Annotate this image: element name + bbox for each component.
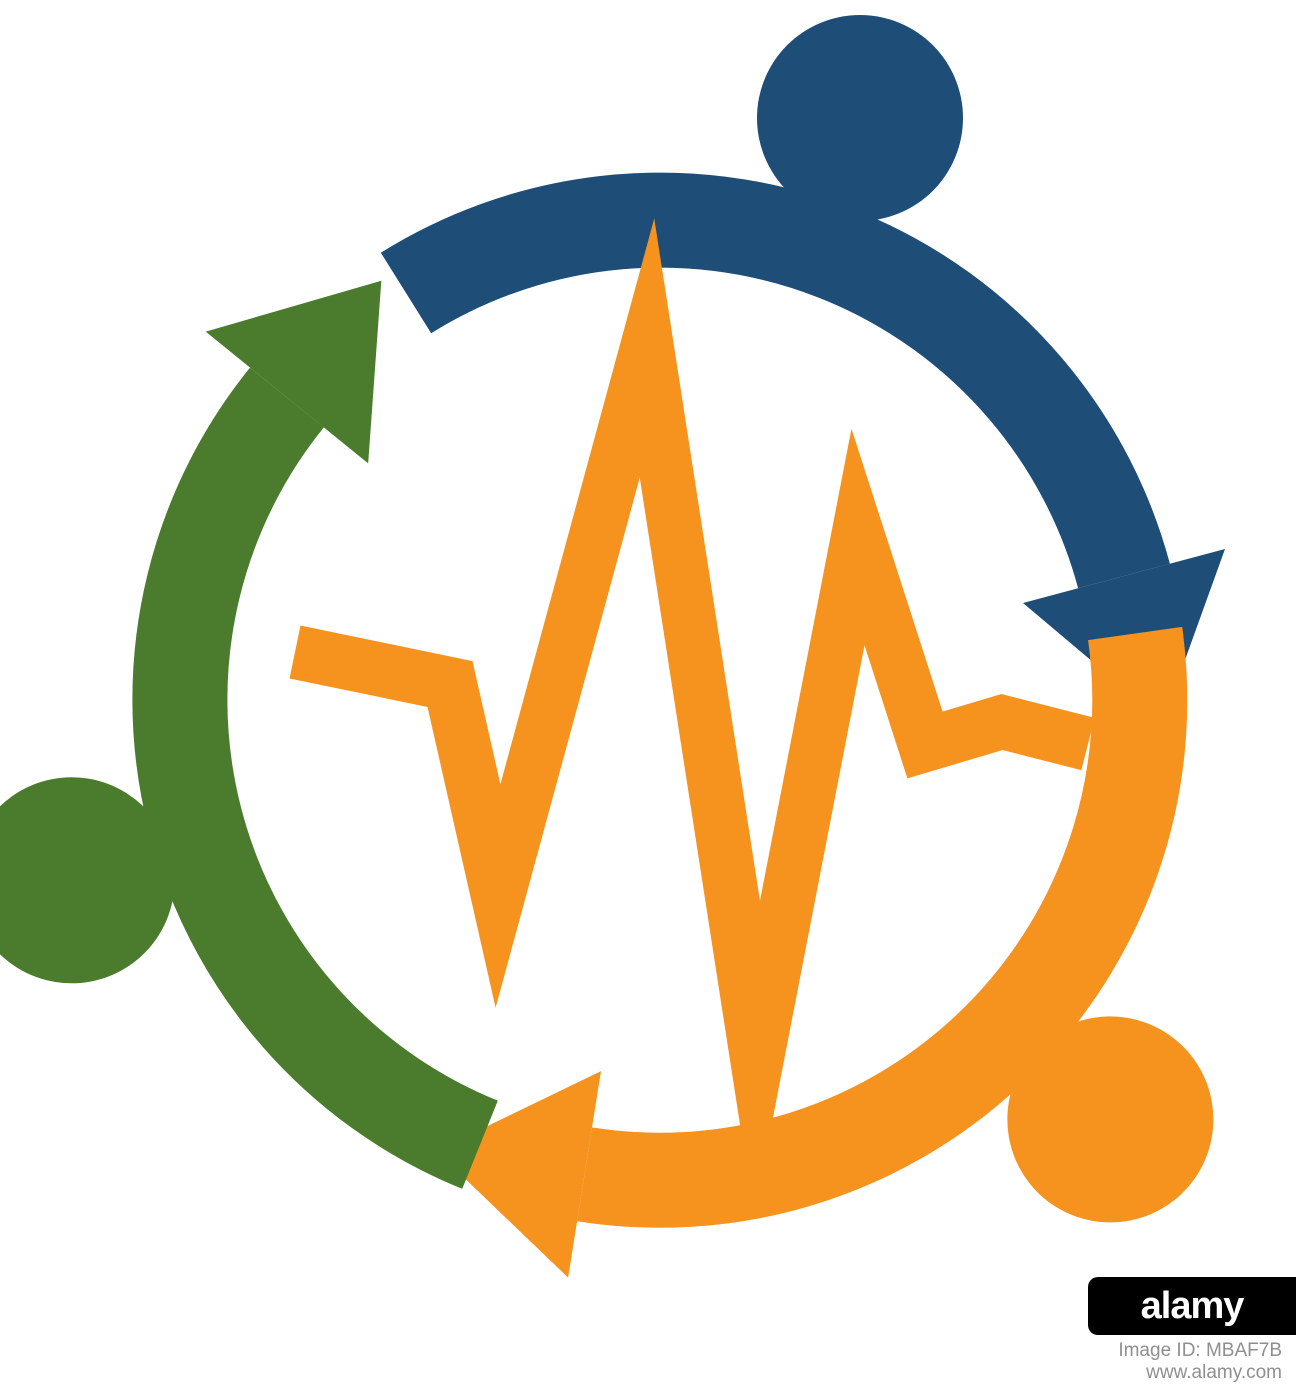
alamy-watermark: alamy Image ID: MBAF7B www.alamy.com (1088, 1277, 1296, 1390)
alamy-url-text: www.alamy.com (1146, 1362, 1282, 1383)
watermark-meta: Image ID: MBAF7B www.alamy.com (1118, 1335, 1296, 1390)
alamy-logo-badge: alamy (1088, 1277, 1296, 1335)
alamy-brand-text: alamy (1140, 1285, 1245, 1327)
image-id-text: Image ID: MBAF7B (1118, 1340, 1282, 1361)
heartbeat-icon (289, 218, 1095, 1216)
